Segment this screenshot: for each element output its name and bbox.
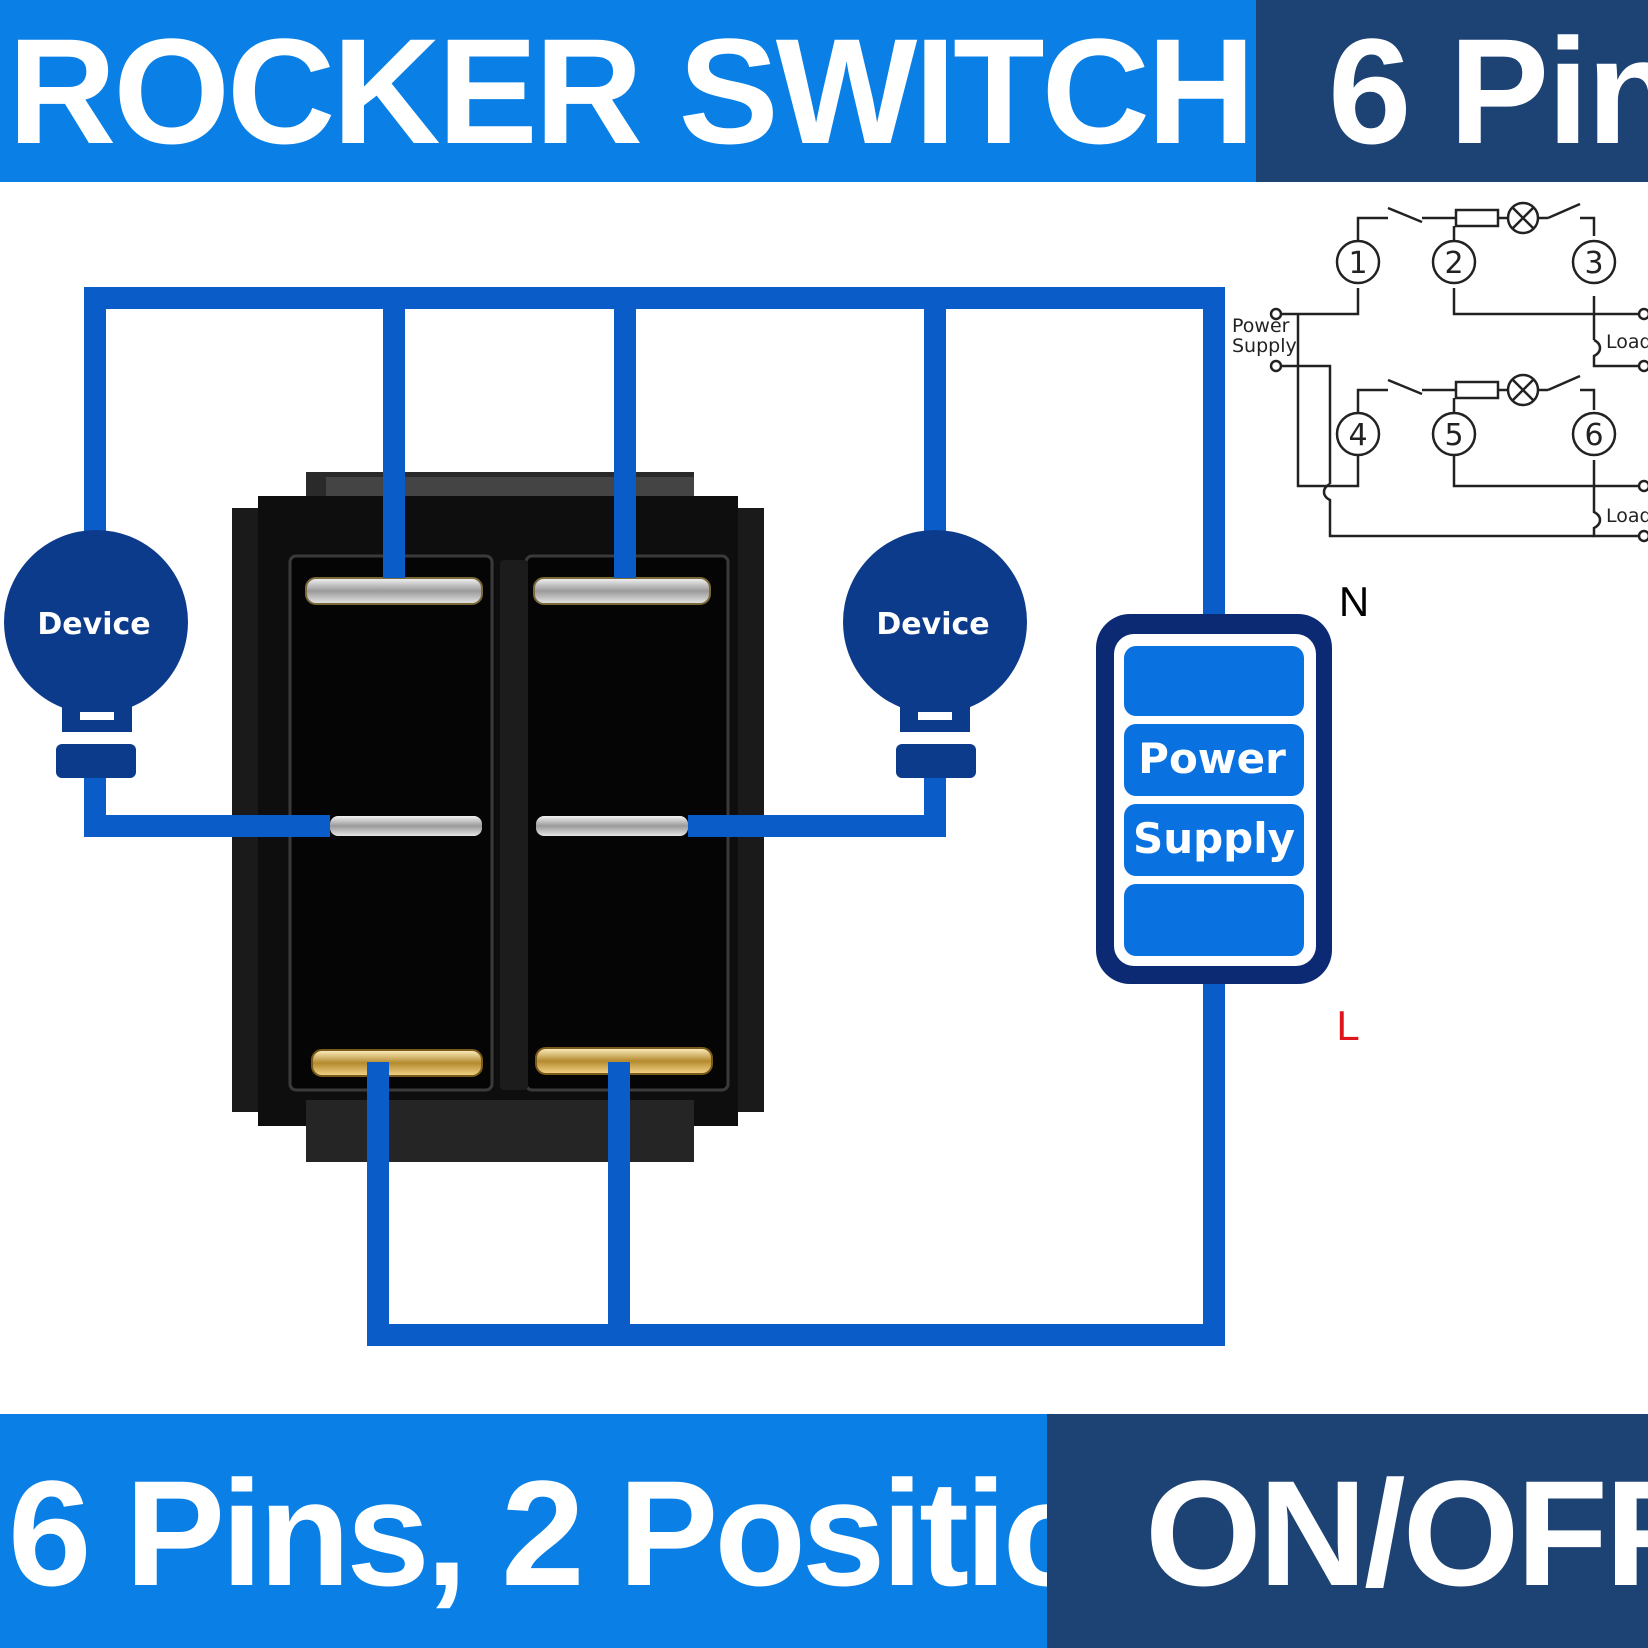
schematic-wire-21	[1452, 456, 1596, 488]
schematic-wire-24	[1322, 482, 1594, 538]
power-supply-inner	[1114, 634, 1316, 966]
wire-right-device-return	[688, 765, 946, 837]
power-supply-label-line1: Power	[1138, 734, 1286, 783]
device-left-neck	[62, 690, 132, 732]
power-supply-label-line2: Supply	[1133, 814, 1295, 863]
device-right-label: Device	[876, 607, 989, 642]
schematic-switch-2	[1547, 202, 1581, 220]
schematic-terminal-dot-6	[1637, 529, 1648, 543]
device-right-neck-mark	[918, 712, 952, 720]
device-right-neck	[900, 690, 970, 732]
title-text: ROCKER SWITCH	[8, 7, 1255, 175]
schematic-pin-4: 4	[1348, 418, 1367, 453]
schematic-pin-circle-6	[1571, 411, 1617, 457]
schematic-terminal-dot-2	[1269, 359, 1283, 373]
switch-bottom-cap	[306, 1100, 694, 1162]
schematic-labels: 1 2 3 4 5 6 Power Supply Load Load	[1232, 246, 1648, 527]
power-supply-cell-2	[1124, 724, 1304, 796]
mode-text: ON/OFF	[1145, 1449, 1648, 1617]
pin-count-banner: 6 Pin	[1256, 0, 1648, 182]
schematic-power-label-line1: Power	[1232, 315, 1290, 337]
schematic-pin-circle-3	[1571, 239, 1617, 285]
pin-count-text: 6 Pin	[1328, 7, 1648, 175]
schematic-switch-3	[1387, 378, 1423, 396]
schematic-wire-17	[1580, 388, 1596, 410]
device-right: Device	[843, 530, 1027, 778]
wire-top-bus	[84, 287, 1225, 622]
schematic-terminal-dot-4	[1637, 359, 1648, 373]
power-supply-cell-3	[1124, 804, 1304, 876]
schematic-wire-19	[1280, 364, 1332, 484]
terminal-top-left	[305, 577, 483, 605]
wire-left-device-return	[84, 765, 330, 837]
neutral-label: N	[1339, 578, 1369, 625]
switch-center-divider	[500, 560, 528, 1090]
schematic-terminal-dot-3	[1637, 307, 1648, 321]
schematic-switch-1	[1387, 206, 1423, 224]
wire-bottom-bus	[367, 975, 1225, 1346]
schematic-lamp-2-cross	[1511, 378, 1535, 402]
schematic-resistor-1	[1454, 208, 1500, 228]
power-supply-cell-4	[1124, 884, 1304, 956]
terminal-bottom-left	[311, 1049, 483, 1077]
terminal-top-right	[533, 577, 711, 605]
schematic-pin-5: 5	[1444, 418, 1463, 453]
device-left-bulb	[4, 530, 188, 714]
device-right-base	[896, 744, 976, 778]
terminal-middle-right	[536, 816, 688, 836]
schematic-wire-10	[1592, 338, 1648, 368]
power-supply: Power Supply	[1096, 614, 1332, 984]
device-left-label: Device	[37, 607, 150, 642]
schematic-pin-circle-4	[1335, 411, 1381, 457]
positions-banner: 6 Pins, 2 Positions	[0, 1414, 1047, 1648]
schematic-load-bottom: Load	[1606, 505, 1648, 527]
device-left: Device	[4, 530, 188, 778]
schematic-switch-4	[1547, 374, 1581, 392]
wires	[84, 287, 1225, 1346]
schematic-lamp-1-cross	[1511, 206, 1535, 230]
power-supply-cell-1	[1124, 646, 1304, 716]
schematic-pin-3: 3	[1584, 246, 1603, 281]
schematic-wire-8	[1452, 288, 1596, 316]
schematic-wire-5	[1580, 216, 1596, 236]
device-left-neck-mark	[80, 712, 114, 720]
schematic-pin-6: 6	[1584, 418, 1603, 453]
schematic-pin-circle-5	[1431, 411, 1477, 457]
title-banner: ROCKER SWITCH	[0, 0, 1256, 182]
schematic-power-label-line2: Supply	[1232, 335, 1297, 357]
schematic-pin-1: 1	[1348, 246, 1367, 281]
schematic-terminal-dot-1	[1269, 307, 1283, 321]
live-label: L	[1336, 1002, 1359, 1049]
positions-text: 6 Pins, 2 Positions	[8, 1449, 1047, 1617]
schematic-wire-7	[1280, 288, 1360, 316]
device-right-bulb	[843, 530, 1027, 714]
schematic-pin-circle-2	[1431, 239, 1477, 285]
device-left-base	[56, 744, 136, 778]
schematic-terminal-dot-5	[1637, 479, 1648, 493]
schematic-load-top: Load	[1606, 331, 1648, 353]
schematic-pin-2: 2	[1444, 246, 1463, 281]
schematic-pin-circle-1	[1335, 239, 1381, 285]
mode-banner: ON/OFF	[1047, 1414, 1648, 1648]
terminal-middle-left	[330, 816, 482, 836]
schematic-resistor-2	[1454, 380, 1500, 400]
schematic-wire-23	[1592, 486, 1648, 538]
circuit-schematic	[1269, 201, 1648, 543]
